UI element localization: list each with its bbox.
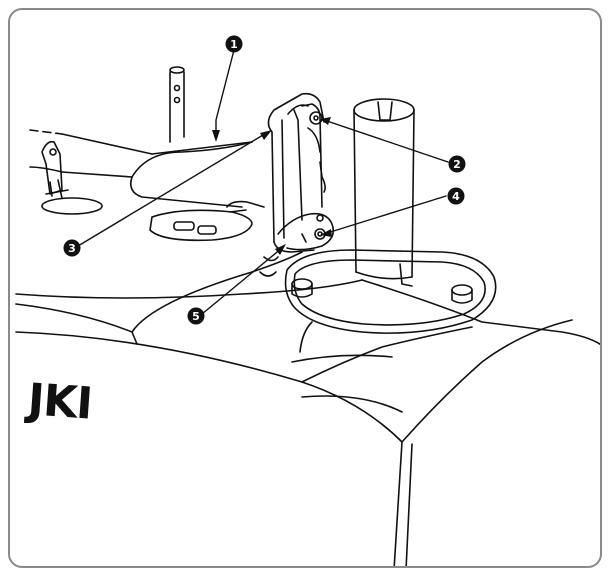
callout-label: 5	[192, 310, 200, 323]
leader-arrowheads	[212, 117, 332, 255]
machine-illustration: JKI 1 2 3 4 5	[15, 35, 600, 566]
spool-pin-tube	[353, 98, 415, 287]
thread-guide-bracket	[259, 92, 335, 277]
callout-label: 2	[453, 158, 461, 171]
callout-label: 4	[452, 190, 460, 203]
callout-circle	[63, 239, 81, 257]
callout-4: 4	[447, 187, 465, 205]
base-plate	[284, 249, 497, 334]
callout-circle	[187, 307, 205, 325]
callout-circle	[448, 155, 466, 173]
thread-rod	[169, 66, 185, 143]
leader-lines	[77, 49, 449, 315]
callout-5: 5	[187, 307, 205, 325]
machine-body	[15, 129, 600, 566]
callout-label: 3	[68, 242, 76, 255]
callout-2: 2	[448, 155, 466, 173]
illustration-frame: JKI 1 2 3 4 5	[8, 8, 602, 568]
callout-3: 3	[63, 239, 81, 257]
callout-1: 1	[225, 35, 243, 53]
thread-guide-lever-left	[41, 140, 103, 215]
callout-label: 1	[230, 38, 238, 51]
callout-circle	[225, 35, 243, 53]
brand-logo: JKI	[23, 374, 93, 430]
callout-circle	[447, 187, 465, 205]
slot-plate	[149, 200, 265, 242]
